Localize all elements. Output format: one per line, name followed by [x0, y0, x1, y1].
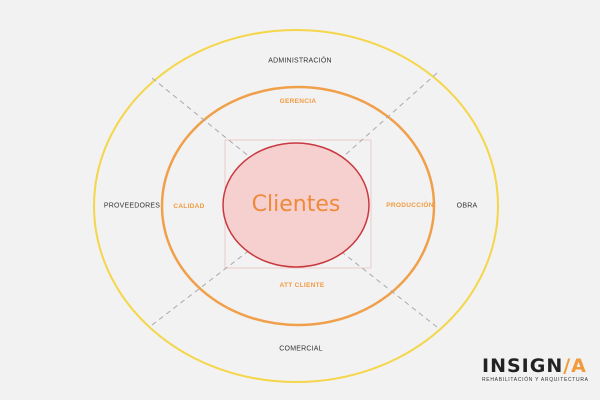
separator-top-right [343, 72, 438, 157]
label-gerencia: GERENCIA [279, 97, 317, 105]
label-calidad: CALIDAD [173, 202, 205, 210]
logo-brand-main: INSIGN [482, 355, 564, 377]
label-clientes: Clientes [251, 192, 341, 217]
inner-ring [160, 85, 436, 327]
logo-tagline: REHABILITACIÓN Y ARQUITECTURA [482, 377, 589, 383]
label-att-cliente: ATT CLIENTE [279, 281, 325, 289]
label-administracion: ADMINISTRACIÓN [268, 57, 332, 65]
insignia-logo: INSIGN/A REHABILITACIÓN Y ARQUITECTURA [482, 357, 589, 384]
diagonal-separators [151, 72, 438, 328]
logo-wordmark: INSIGN/A [482, 357, 587, 376]
label-proveedores: PROVEEDORES [103, 202, 161, 210]
logo-brand-accent: /A [563, 355, 587, 377]
center-circle [222, 142, 370, 268]
label-produccion: PRODUCCIÓN [386, 201, 434, 209]
outer-ring [93, 29, 499, 383]
separator-bottom-right [342, 252, 438, 328]
separator-bottom-left [151, 248, 252, 326]
label-obra: OBRA [456, 202, 478, 210]
label-comercial: COMERCIAL [279, 345, 323, 353]
separator-top-left [151, 77, 252, 159]
